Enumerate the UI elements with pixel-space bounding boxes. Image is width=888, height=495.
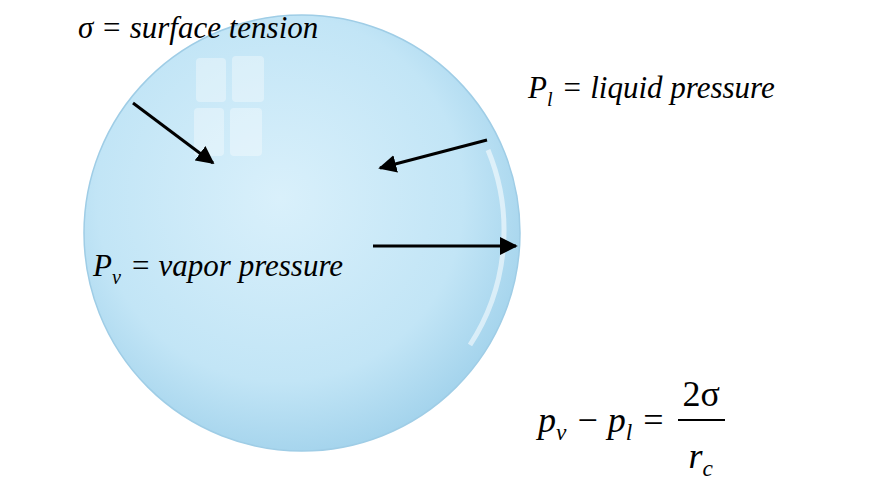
math-symbol: p	[608, 402, 626, 438]
label-vapor-pressure: = vapor pressure	[130, 250, 343, 281]
leader-arrow	[373, 245, 516, 248]
label-surface-tension: σ = surface tension	[78, 12, 318, 43]
label-liquid-pressure: = liquid pressure	[562, 72, 775, 103]
symbol: P	[93, 250, 112, 281]
leader-arrow	[380, 140, 487, 168]
subscript: l	[547, 89, 553, 109]
math-symbol: p	[538, 402, 556, 438]
window-reflection	[194, 56, 264, 156]
leader-arrows	[133, 103, 516, 246]
symbol: P	[528, 72, 547, 103]
fraction-numerator: 2σ	[683, 376, 720, 412]
math-symbol: r	[689, 438, 703, 474]
bubble	[84, 15, 520, 451]
leader-arrow	[133, 103, 213, 163]
math-operator: =	[643, 402, 663, 438]
subscript: c	[703, 457, 713, 480]
subscript: v	[556, 421, 566, 444]
subscript: v	[112, 267, 121, 287]
subscript: l	[626, 421, 633, 444]
fraction-bar	[678, 419, 725, 421]
math-operator: −	[577, 402, 597, 438]
